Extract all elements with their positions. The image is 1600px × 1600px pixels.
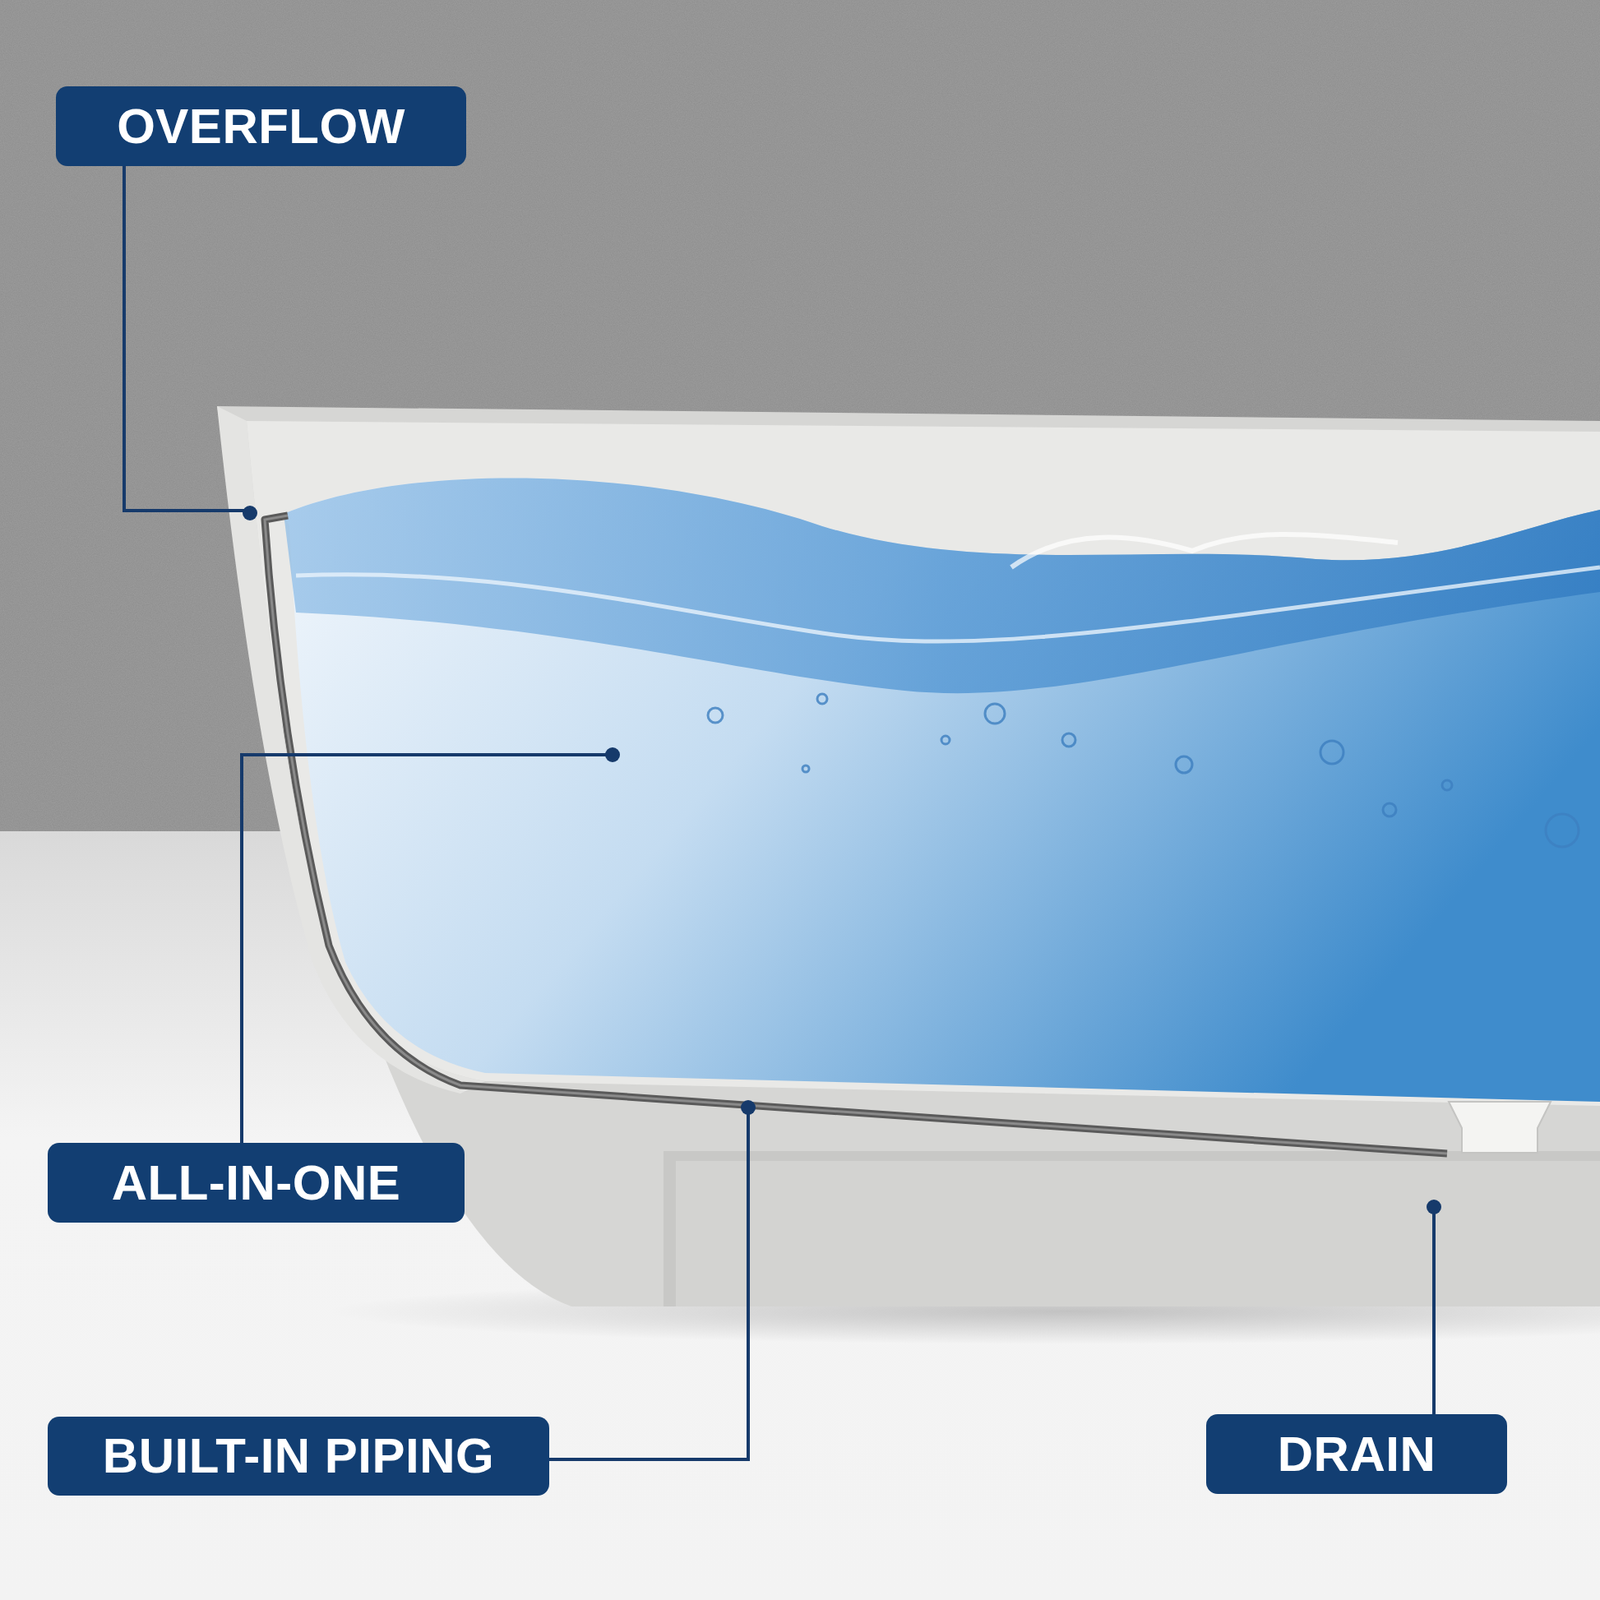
bath-water [283, 477, 1600, 1102]
leader-dot [1426, 1199, 1442, 1215]
callout-label: OVERFLOW [116, 101, 406, 152]
leader-line [241, 754, 613, 1143]
leader-lines [124, 166, 1434, 1460]
water-wave [283, 477, 1600, 694]
bubbles [707, 693, 1579, 847]
callout-box: BUILT-IN PIPING [47, 1416, 550, 1496]
base-recess [663, 1151, 1600, 1307]
wave-highlight [295, 567, 1600, 642]
drain-fitting [1448, 1101, 1551, 1153]
callout-label: BUILT-IN PIPING [102, 1431, 495, 1481]
leader-line [124, 166, 250, 511]
leader-dots [242, 505, 1442, 1215]
callout-box: DRAIN [1206, 1414, 1508, 1494]
leader-line [549, 1107, 749, 1460]
leader-line [1432, 1206, 1436, 1415]
base-recess-inner [675, 1160, 1600, 1307]
callout-box: OVERFLOW [55, 86, 467, 167]
splash [1011, 534, 1398, 568]
callout-box: ALL-IN-ONE [47, 1142, 465, 1223]
leader-dot [605, 747, 620, 763]
callout-label: ALL-IN-ONE [111, 1158, 402, 1208]
leader-dot [242, 505, 258, 521]
callout-label: DRAIN [1277, 1429, 1437, 1480]
built-in-pipe [264, 515, 1448, 1154]
leader-dot [740, 1100, 756, 1115]
tub-basin [246, 420, 1600, 1106]
pipe-highlight [264, 515, 1448, 1154]
